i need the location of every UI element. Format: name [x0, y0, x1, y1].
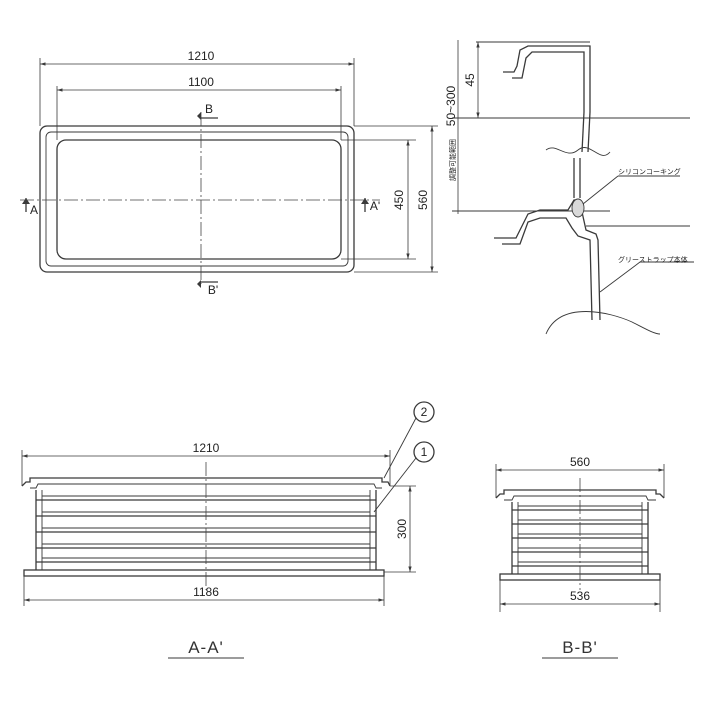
label-grease-trap-body: グリーストラップ本体 [618, 255, 688, 264]
dim-plan-inner-width: 1100 [188, 75, 214, 89]
dim-section-a-bottom-width: 1186 [193, 585, 219, 599]
dim-frame-height: 45 [463, 73, 477, 87]
section-a-view: 1210 1186 300 2 1 A-A' [21, 401, 435, 659]
silicone-sealant [571, 198, 585, 218]
plan-rim-outline [45, 131, 349, 267]
section-a-title: A-A' [188, 638, 224, 657]
dim-plan-outer-width: 1210 [188, 49, 215, 63]
dim-plan-inner-depth: 450 [392, 190, 406, 210]
part-balloon-1 [413, 441, 435, 463]
section-mark-b-prime: B' [208, 283, 218, 297]
break-line-upper [545, 147, 611, 156]
dim-section-a-height: 300 [395, 519, 409, 539]
section-b-title: B-B' [562, 638, 598, 657]
section-a-top-flange [21, 477, 391, 487]
section-b-view: 560 536 B-B' [495, 455, 665, 659]
plan-outer-outline [39, 125, 355, 273]
label-silicone-caulking: シリコンコーキング [618, 167, 681, 176]
part-balloon-2 [413, 401, 435, 423]
adjust-height-label: 調整可能範囲 [448, 139, 457, 181]
frame-top-profile [503, 45, 591, 112]
section-mark-a: A [30, 203, 38, 217]
body-flange-profile [494, 199, 601, 321]
dim-section-b-top-width: 560 [570, 455, 590, 469]
dim-adjust-range: 50~300 [444, 85, 458, 126]
plan-view: 1210 1100 450 560 B B' A A' [20, 49, 438, 297]
break-line-lower [545, 311, 661, 335]
part-number-1: 1 [421, 445, 428, 459]
part-number-2: 2 [421, 405, 428, 419]
installation-detail: 45 50~300 調整可能範囲 シリコンコーキング グリーストラップ本体 [444, 40, 694, 335]
section-a-bottom-flange [23, 569, 385, 577]
section-mark-b: B [205, 102, 213, 116]
dim-section-b-bottom-width: 536 [570, 589, 590, 603]
plan-inner-opening [56, 139, 342, 260]
dim-section-a-top-width: 1210 [193, 441, 220, 455]
section-mark-a-prime: A' [370, 199, 380, 213]
dim-plan-outer-depth: 560 [416, 190, 430, 210]
